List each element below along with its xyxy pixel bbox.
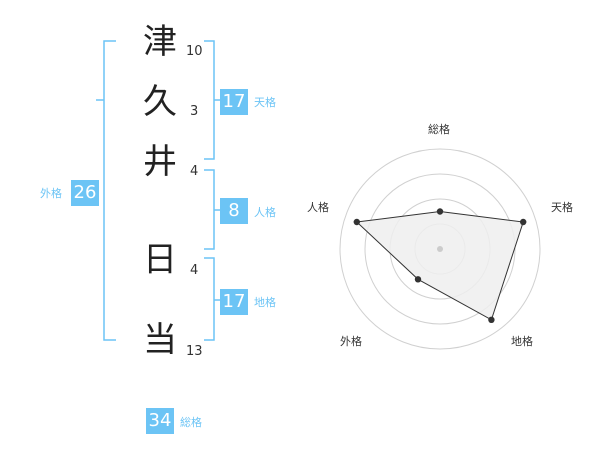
stroke-count-3: 4 [190, 164, 199, 179]
radar-center-dot [437, 246, 443, 252]
chikaku-bracket [204, 257, 220, 341]
radar-point-5 [353, 218, 360, 226]
gaikaku-value: 26 [71, 180, 99, 206]
radar-ring-3 [364, 173, 516, 325]
radar-axis-label-jinkaku: 人格 [307, 201, 329, 214]
stroke-count-5: 13 [186, 344, 203, 359]
soukaku-value: 34 [146, 408, 174, 434]
radar-axis-label-chikaku: 地格 [511, 335, 533, 348]
stroke-count-2: 3 [190, 104, 199, 119]
radar-point-3 [488, 316, 495, 323]
radar-axis-label-tenkaku: 天格 [551, 201, 573, 214]
tenkaku-label: 天格 [254, 96, 276, 109]
tenkaku-value: 17 [220, 89, 248, 115]
radar-point-1 [436, 208, 444, 215]
jinkaku-label: 人格 [254, 206, 276, 219]
chikaku-label: 地格 [254, 296, 276, 309]
name-char-4: 日 [143, 240, 177, 280]
radar-axis-label-gaikaku: 外格 [340, 335, 362, 348]
radar-point-4 [414, 276, 422, 283]
chikaku-value: 17 [220, 289, 248, 315]
gaikaku-bracket [96, 40, 116, 341]
soukaku-label: 総格 [180, 416, 202, 429]
name-char-1: 津 [143, 22, 177, 62]
name-char-3: 井 [143, 142, 177, 182]
jinkaku-value: 8 [220, 198, 248, 224]
radar-ring-4 [339, 148, 541, 350]
name-char-2: 久 [143, 82, 177, 122]
radar-axis-label-soukaku: 総格 [428, 123, 450, 136]
stroke-count-4: 4 [190, 263, 199, 278]
radar-series-polygon [355, 210, 524, 321]
radar-point-2 [520, 218, 527, 226]
stroke-count-1: 10 [186, 44, 203, 59]
gaikaku-label: 外格 [40, 187, 62, 200]
name-char-5: 当 [143, 320, 177, 360]
tenkaku-bracket [204, 40, 220, 160]
jinkaku-bracket [204, 169, 220, 250]
